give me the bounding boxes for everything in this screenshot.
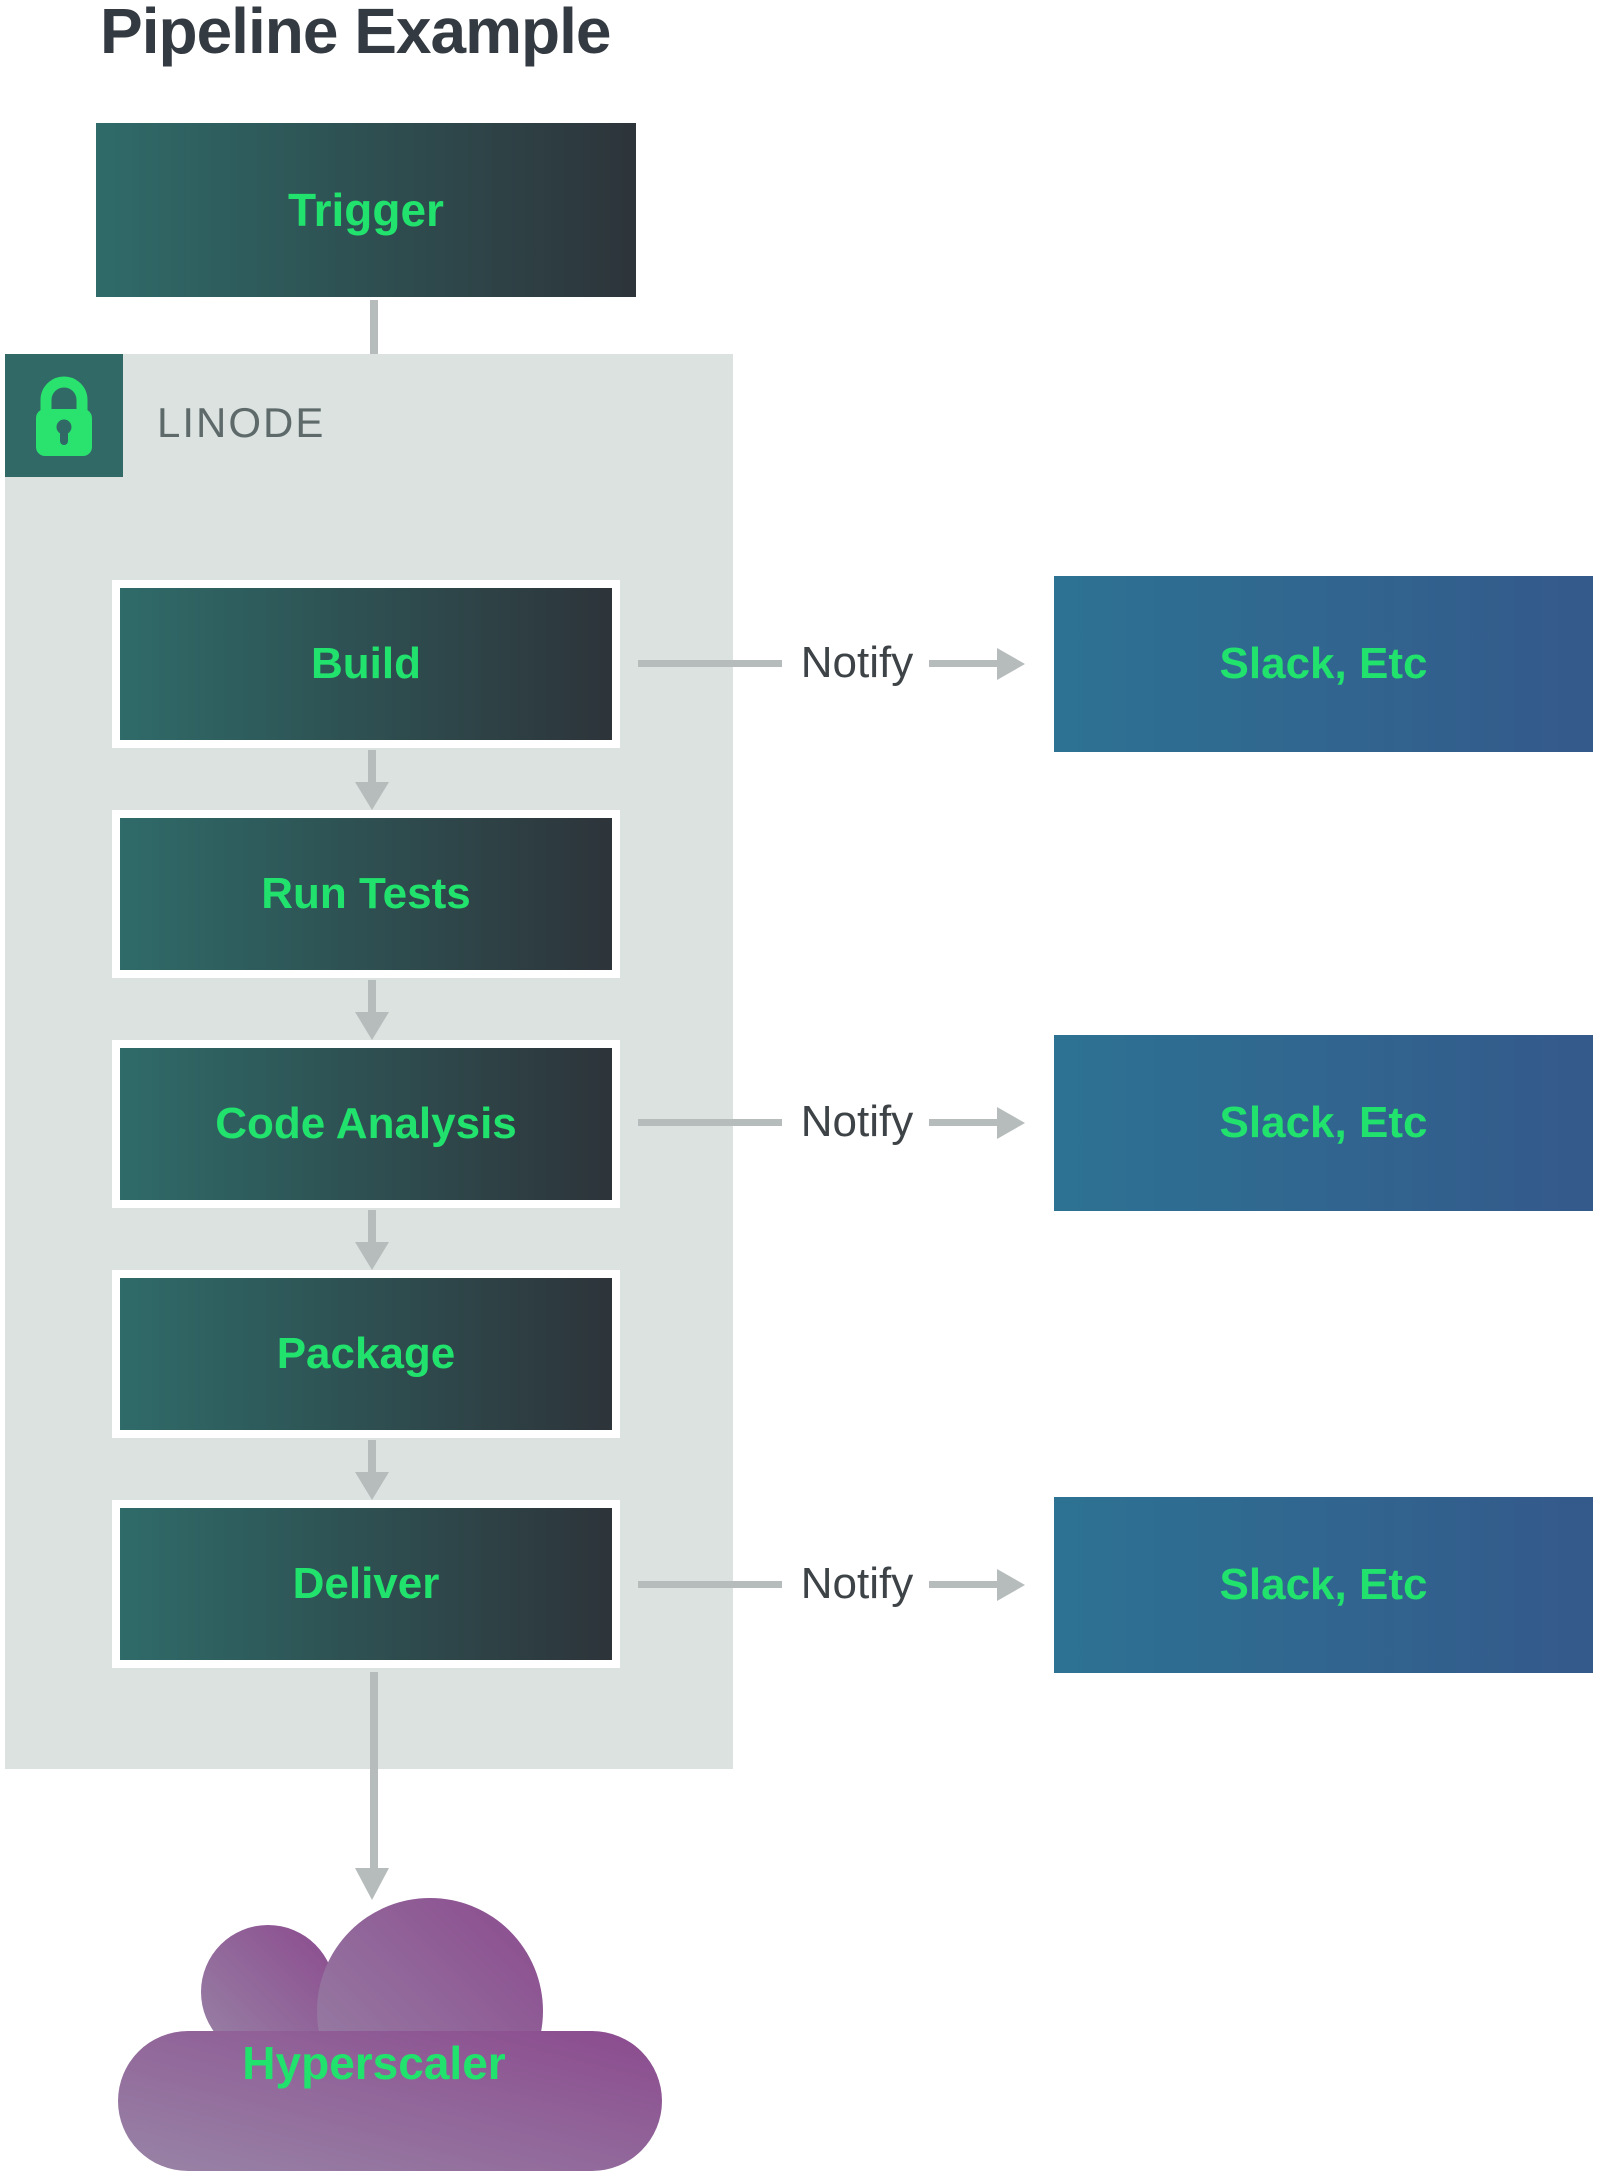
stage-label: Run Tests — [261, 869, 471, 918]
notify-arrow-deliver — [929, 1581, 997, 1588]
lock-icon — [36, 376, 92, 456]
stage-node-code-analysis: Code Analysis — [112, 1040, 620, 1208]
cloud-icon — [118, 1898, 662, 2171]
stage-label: Package — [276, 1329, 456, 1378]
notify-label-code-analysis: Notify — [800, 1097, 914, 1146]
slack-node-deliver: Slack, Etc — [1054, 1497, 1593, 1673]
arrow-codeanalysis-to-package — [368, 1210, 376, 1242]
notify-arrowhead-deliver — [997, 1569, 1025, 1601]
hyperscaler-cloud — [118, 1897, 662, 2171]
notify-label-deliver: Notify — [800, 1559, 914, 1608]
slack-label: Slack, Etc — [1219, 1560, 1428, 1609]
trigger-label: Trigger — [288, 184, 444, 236]
notify-arrowhead-build — [997, 648, 1025, 680]
notify-line-build — [638, 660, 782, 667]
arrowhead-codeanalysis-to-package — [355, 1242, 389, 1270]
linode-label: LINODE — [157, 399, 326, 446]
slack-node-code-analysis: Slack, Etc — [1054, 1035, 1593, 1211]
stage-node-build: Build — [112, 580, 620, 748]
notify-line-deliver — [638, 1581, 782, 1588]
stage-node-package: Package — [112, 1270, 620, 1438]
notify-arrow-code-analysis — [929, 1119, 997, 1126]
arrowhead-build-to-runtests — [355, 782, 389, 810]
arrowhead-runtests-to-codeanalysis — [355, 1012, 389, 1040]
notify-arrow-build — [929, 660, 997, 667]
arrow-runtests-to-codeanalysis — [368, 980, 376, 1012]
trigger-node: Trigger — [96, 123, 636, 297]
slack-node-build: Slack, Etc — [1054, 576, 1593, 752]
arrow-build-to-runtests — [368, 750, 376, 782]
stage-node-run-tests: Run Tests — [112, 810, 620, 978]
notify-line-code-analysis — [638, 1119, 782, 1126]
arrowhead-package-to-deliver — [355, 1472, 389, 1500]
page-title: Pipeline Example — [100, 0, 611, 67]
slack-label: Slack, Etc — [1219, 639, 1428, 688]
notify-arrowhead-code-analysis — [997, 1107, 1025, 1139]
slack-label: Slack, Etc — [1219, 1098, 1428, 1147]
hyperscaler-label: Hyperscaler — [242, 2037, 506, 2089]
stage-label: Build — [311, 639, 421, 688]
stage-node-deliver: Deliver — [112, 1500, 620, 1668]
lock-tile — [5, 354, 123, 477]
arrowhead-deliver-to-hyperscaler — [355, 1868, 389, 1900]
stage-label: Deliver — [292, 1559, 440, 1608]
arrow-package-to-deliver — [368, 1440, 376, 1472]
notify-label-build: Notify — [800, 638, 914, 687]
arrow-deliver-to-hyperscaler — [370, 1672, 378, 1868]
stage-label: Code Analysis — [215, 1099, 517, 1148]
